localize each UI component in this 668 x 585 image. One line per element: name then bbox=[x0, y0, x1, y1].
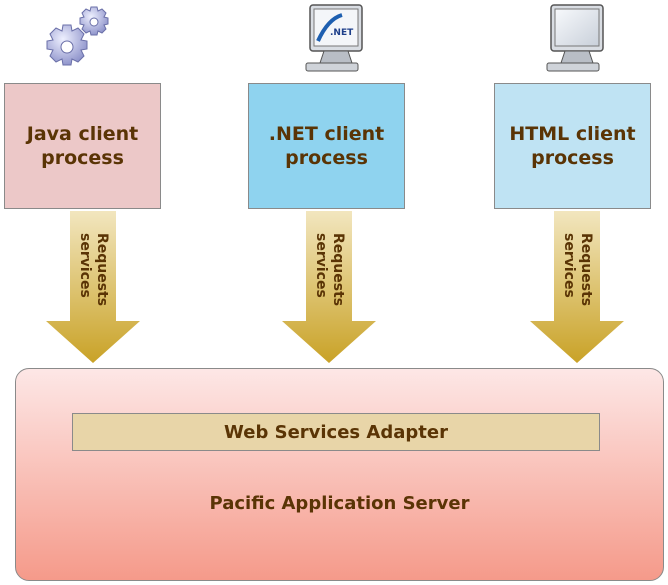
java-client-label: Java client process bbox=[26, 123, 139, 169]
java-arrow-label: Requests services bbox=[77, 233, 110, 307]
gears-icon bbox=[46, 6, 109, 66]
web-services-adapter-label: Web Services Adapter bbox=[224, 421, 448, 443]
java-client-box: Java client process bbox=[4, 83, 161, 209]
dotnet-badge: .NET bbox=[330, 28, 354, 38]
web-services-adapter-box: Web Services Adapter bbox=[72, 413, 600, 451]
dotnet-request-arrow bbox=[282, 211, 376, 363]
html-arrow-label: Requests services bbox=[561, 233, 594, 307]
application-server-label: Pacific Application Server bbox=[209, 493, 470, 514]
html-client-box: HTML client process bbox=[494, 83, 651, 209]
dotnet-monitor-icon: .NET bbox=[305, 4, 363, 72]
java-request-arrow bbox=[46, 211, 140, 363]
html-request-arrow bbox=[530, 211, 624, 363]
html-client-label: HTML client process bbox=[509, 123, 636, 169]
dotnet-client-label: .NET client process bbox=[268, 123, 385, 169]
dotnet-arrow-label: Requests services bbox=[313, 233, 346, 307]
application-server-box bbox=[15, 368, 664, 581]
dotnet-client-box: .NET client process bbox=[248, 83, 405, 209]
monitor-icon bbox=[546, 4, 604, 72]
